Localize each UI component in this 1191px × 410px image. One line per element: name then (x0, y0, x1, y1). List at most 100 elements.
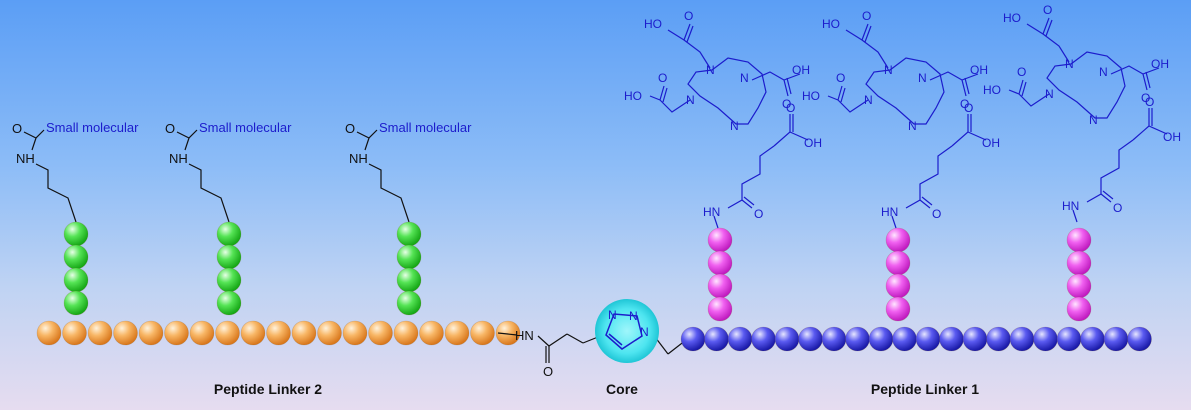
caption-peptide-linker-2: Peptide Linker 2 (214, 381, 322, 397)
small-molecule-tether (176, 129, 230, 223)
dota-nh-label: HN (703, 205, 720, 219)
small-molecular-label: Small molecular (199, 120, 292, 135)
dota-arm-top-o: O (684, 9, 693, 23)
magenta-bead (707, 273, 733, 299)
dota-ring-n1: N (1089, 113, 1098, 127)
dota-arm-left-ho: HO (802, 89, 820, 103)
dota-ring-n3: N (706, 63, 715, 77)
tether-nh-label: NH (349, 151, 368, 166)
green-bead (396, 244, 422, 270)
dota-linker (891, 145, 953, 229)
dota-arm-right (751, 71, 801, 97)
blue-bead (939, 326, 964, 352)
green-bead (396, 221, 422, 247)
dota-arm-left-ho: HO (983, 83, 1001, 97)
blue-bead (774, 326, 800, 352)
core-carbonyl-o: O (543, 364, 553, 379)
blue-bead (680, 326, 706, 352)
dota-arm-right (929, 71, 979, 97)
orange-bead (444, 320, 470, 346)
green-bead (216, 267, 242, 293)
orange-bead (240, 320, 266, 346)
magenta-bead (707, 250, 733, 276)
dota-alpha-cooh (773, 114, 809, 147)
dota-ring-n3: N (1065, 57, 1074, 71)
dota-arm-top (1026, 17, 1070, 63)
dota-ring-n2: N (864, 93, 873, 107)
dota-arm-right (1110, 65, 1160, 91)
tether-nh-label: NH (16, 151, 35, 166)
magenta-bead (707, 227, 733, 253)
orange-bead (62, 320, 87, 346)
orange-bead (291, 320, 317, 346)
dota-ring-n2: N (686, 93, 695, 107)
dota-alpha-o: O (1145, 95, 1154, 109)
magenta-bead (707, 296, 733, 322)
orange-bead (342, 320, 368, 346)
tether-carbonyl-o: O (12, 121, 22, 136)
magenta-bead (1066, 250, 1092, 276)
dota-arm-top (667, 23, 711, 69)
dota-arm-top-ho: HO (644, 17, 662, 31)
dota-alpha-cooh (1132, 108, 1168, 141)
dota-alpha-o: O (786, 101, 795, 115)
orange-bead (138, 320, 164, 346)
blue-bead (868, 326, 894, 352)
small-molecule-tether (356, 129, 410, 223)
dota-arm-left (1008, 79, 1050, 107)
blue-bead (1103, 326, 1129, 352)
blue-bead (1056, 326, 1082, 352)
orange-bead (36, 320, 62, 346)
dota-arm-right-oh: OH (970, 63, 988, 77)
dota-alpha-o: O (964, 101, 973, 115)
blue-bead (1033, 326, 1058, 352)
orange-bead (470, 320, 495, 346)
blue-bead (751, 326, 776, 352)
dota-arm-top-ho: HO (1003, 11, 1021, 25)
dota-arm-left-ho: HO (624, 89, 642, 103)
magenta-bead (885, 296, 911, 322)
dota-nh-label: HN (881, 205, 898, 219)
triazole-n3: N (640, 325, 649, 339)
blue-bead (1080, 326, 1105, 352)
blue-bead (845, 326, 870, 352)
orange-bead (393, 320, 419, 346)
magenta-bead (885, 250, 911, 276)
tether-carbonyl-o: O (165, 121, 175, 136)
dota-amide-double-bond (1100, 190, 1114, 203)
magenta-bead (885, 273, 911, 299)
dota-amide-o: O (1113, 201, 1122, 215)
dota-alpha-cooh (951, 114, 987, 147)
orange-bead (164, 320, 189, 346)
dota-amide-o: O (754, 207, 763, 221)
blue-bead (704, 326, 729, 352)
dota-ring-n1: N (908, 119, 917, 133)
orange-bead (368, 320, 393, 346)
dota-alpha-oh: OH (1163, 130, 1181, 144)
dota-arm-top-ho: HO (822, 17, 840, 31)
dota-alpha-oh: OH (982, 136, 1000, 150)
orange-bead (113, 320, 138, 346)
dota-linker (713, 145, 775, 229)
green-bead (396, 267, 422, 293)
green-bead (216, 290, 242, 316)
triazole-n1: N (608, 308, 617, 322)
dota-ring-n4: N (918, 71, 927, 85)
dota-ring-n1: N (730, 119, 739, 133)
caption-peptide-linker-1: Peptide Linker 1 (871, 381, 979, 397)
dota-alpha-oh: OH (804, 136, 822, 150)
core-glow (595, 299, 659, 363)
magenta-bead-chains (707, 227, 1092, 322)
dota-arm-top-o: O (862, 9, 871, 23)
blue-bead (915, 326, 941, 352)
blue-bead (1009, 326, 1035, 352)
green-bead (63, 267, 89, 293)
green-bead (216, 221, 242, 247)
blue-bead (1127, 326, 1152, 352)
dota-amide-o: O (932, 207, 941, 221)
orange-bead (87, 320, 113, 346)
